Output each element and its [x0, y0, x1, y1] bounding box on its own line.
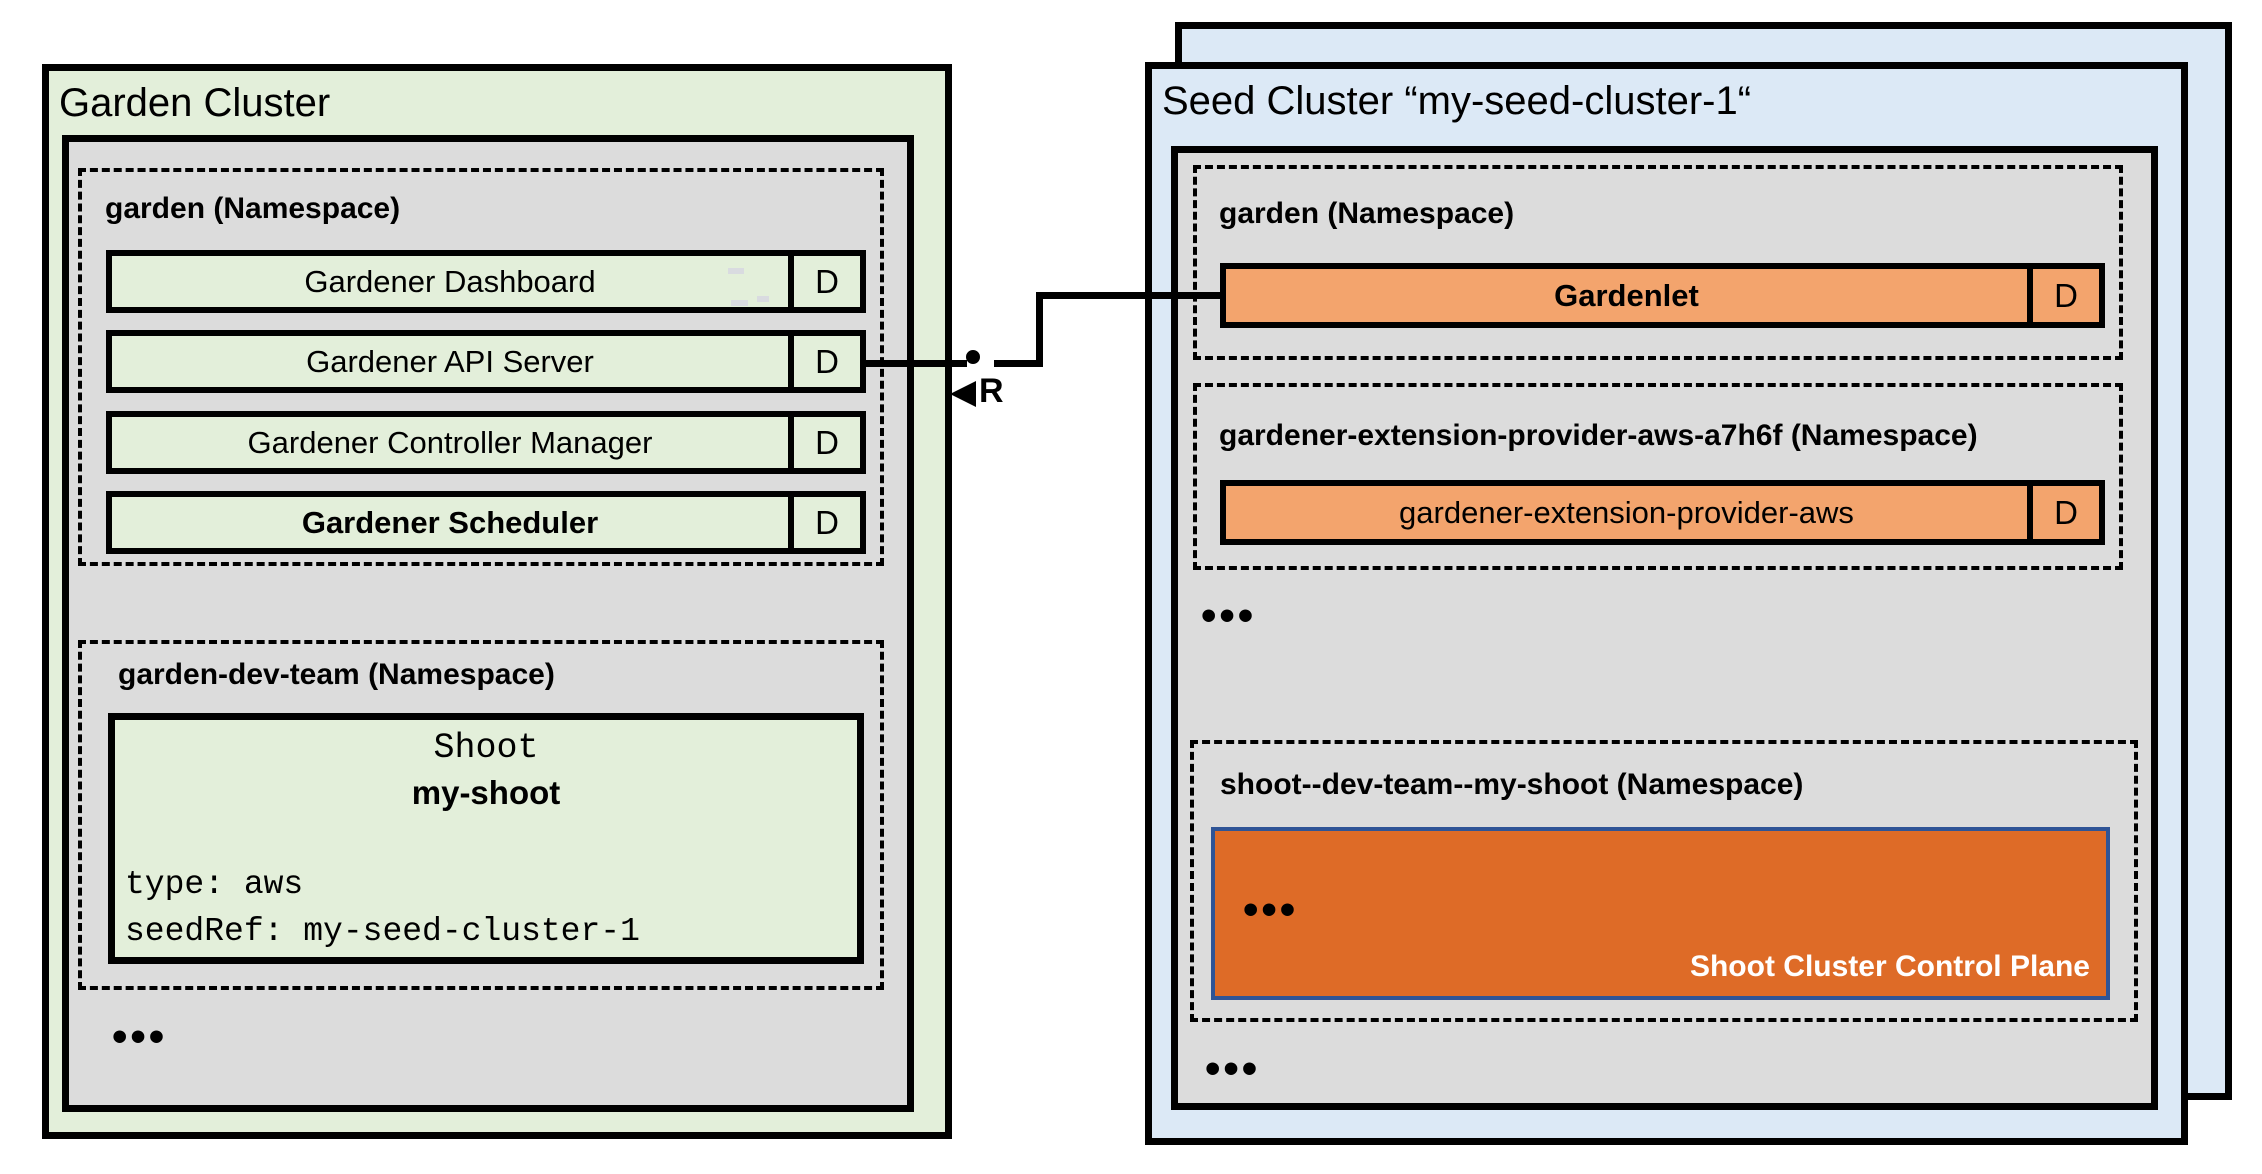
shoot-spec-seedref: seedRef: my-seed-cluster-1	[125, 913, 640, 950]
component-gardenlet: Gardenlet D	[1220, 263, 2105, 328]
namespace-extension-provider-aws: gardener-extension-provider-aws-a7h6f (N…	[1193, 383, 2123, 570]
deployment-badge: D	[788, 256, 860, 307]
namespace-seed-garden: garden (Namespace) Gardenlet D	[1193, 165, 2123, 360]
watch-direction-arrow-icon	[950, 381, 976, 407]
namespace-garden-dev-team: garden-dev-team (Namespace) Shoot my-sho…	[78, 640, 884, 990]
component-gardener-dashboard: Gardener Dashboard D	[106, 250, 866, 313]
control-plane-label: Shoot Cluster Control Plane	[1689, 950, 2090, 983]
component-label: Gardener Dashboard	[304, 263, 596, 299]
seed-cluster-inner-panel: garden (Namespace) Gardenlet D gardener-…	[1171, 146, 2158, 1110]
shoot-resource-kind: Shoot	[433, 728, 539, 768]
more-namespaces-ellipsis: •••	[112, 1012, 168, 1061]
garden-cluster-title: Garden Cluster	[59, 81, 331, 125]
namespace-garden-title: garden (Namespace)	[105, 192, 401, 225]
control-plane-contents-ellipsis: •••	[1243, 885, 1299, 934]
more-extension-namespaces-ellipsis: •••	[1201, 591, 1257, 640]
shoot-cluster-control-plane-box: ••• Shoot Cluster Control Plane	[1211, 827, 2110, 1000]
garden-cluster-box: Garden Cluster garden (Namespace) Garden…	[42, 64, 952, 1139]
component-label: Gardenlet	[1554, 277, 1699, 313]
namespace-shoot-dev-team-my-shoot: shoot--dev-team--my-shoot (Namespace) ••…	[1190, 740, 2138, 1022]
artifact-dash	[731, 300, 748, 306]
connector-segment-from-api-server	[866, 360, 967, 367]
component-label: Gardener Scheduler	[301, 504, 599, 540]
namespace-extension-provider-aws-title: gardener-extension-provider-aws-a7h6f (N…	[1219, 419, 1978, 452]
deployment-badge: D	[2027, 486, 2099, 539]
seed-cluster-box: Seed Cluster “my-seed-cluster-1“ garden …	[1145, 62, 2188, 1145]
more-shoot-namespaces-ellipsis: •••	[1205, 1044, 1261, 1093]
component-label: gardener-extension-provider-aws	[1399, 494, 1854, 530]
shoot-resource-box: Shoot my-shoot type: aws seedRef: my-see…	[108, 713, 864, 964]
component-gardener-controller-manager: Gardener Controller Manager D	[106, 411, 866, 474]
connector-interface-circle	[966, 350, 980, 364]
namespace-garden: garden (Namespace) Gardener Dashboard D …	[78, 168, 884, 566]
connector-r-label: R	[979, 372, 1004, 410]
connector-segment-vertical	[1036, 292, 1043, 367]
namespace-garden-dev-team-title: garden-dev-team (Namespace)	[118, 658, 555, 691]
connector-segment-middle	[994, 360, 1043, 367]
component-label: Gardener API Server	[306, 343, 594, 379]
deployment-badge: D	[788, 336, 860, 387]
artifact-dash	[757, 296, 769, 302]
component-label: Gardener Controller Manager	[247, 424, 653, 460]
component-gardener-scheduler: Gardener Scheduler D	[106, 491, 866, 554]
shoot-resource-name: my-shoot	[411, 774, 561, 811]
connector-segment-to-gardenlet	[1036, 292, 1226, 299]
garden-cluster-inner-panel: garden (Namespace) Gardener Dashboard D …	[62, 135, 914, 1112]
component-gardener-extension-provider-aws: gardener-extension-provider-aws D	[1220, 480, 2105, 545]
artifact-dash	[728, 268, 744, 274]
namespace-shoot-dev-team-my-shoot-title: shoot--dev-team--my-shoot (Namespace)	[1220, 768, 1804, 801]
shoot-spec-type: type: aws	[125, 866, 304, 903]
component-gardener-api-server: Gardener API Server D	[106, 330, 866, 393]
seed-cluster-title: Seed Cluster “my-seed-cluster-1“	[1162, 79, 1752, 123]
namespace-seed-garden-title: garden (Namespace)	[1219, 197, 1515, 230]
deployment-badge: D	[788, 497, 860, 548]
deployment-badge: D	[788, 417, 860, 468]
deployment-badge: D	[2027, 269, 2099, 322]
